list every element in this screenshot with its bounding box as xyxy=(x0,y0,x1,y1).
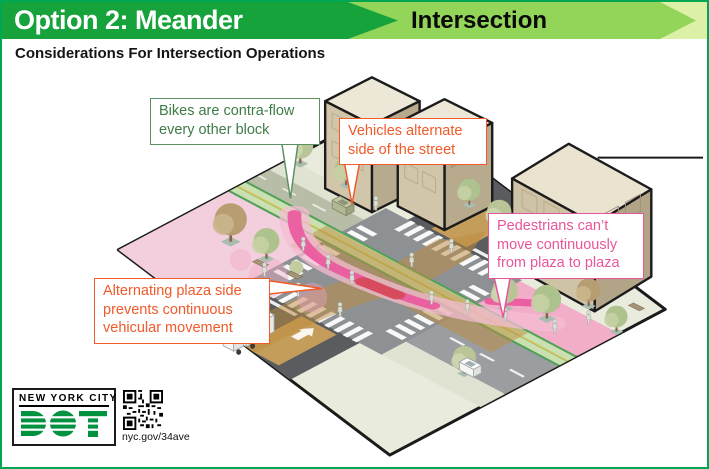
callout-vehicles: Vehicles alternate side of the street xyxy=(339,118,487,166)
car-icon xyxy=(331,195,355,217)
plaza-nw xyxy=(118,143,329,313)
bush-icon xyxy=(289,260,304,275)
qr-code xyxy=(123,390,163,430)
bench-icon xyxy=(627,302,646,312)
callout-bikes: Bikes are contra-flow every other block xyxy=(150,98,320,146)
dot-logo xyxy=(19,410,109,437)
callout-tails xyxy=(253,140,512,318)
logo-wordmark: NEW YORK CITY xyxy=(19,393,116,407)
header-banner: Option 2: Meander Intersection xyxy=(2,2,707,39)
logo-name: DOT xyxy=(19,407,20,408)
bench-icon xyxy=(285,270,303,280)
callout-pedestrians: Pedestrians can’t move continuously from… xyxy=(488,213,644,279)
footer-url: nyc.gov/34ave xyxy=(122,431,190,443)
header-dark-chevron xyxy=(2,2,398,39)
callout-plaza: Alternating plaza side prevents continuo… xyxy=(94,278,270,344)
trees xyxy=(211,131,629,379)
car-icon xyxy=(458,357,483,378)
nyc-dot-logo: NEW YORK CITY DOT xyxy=(12,388,116,446)
slide-title: Option 2: Meander xyxy=(14,5,243,35)
section-label: Intersection xyxy=(410,7,548,34)
slide-subtitle: Considerations For Intersection Operatio… xyxy=(15,45,326,62)
